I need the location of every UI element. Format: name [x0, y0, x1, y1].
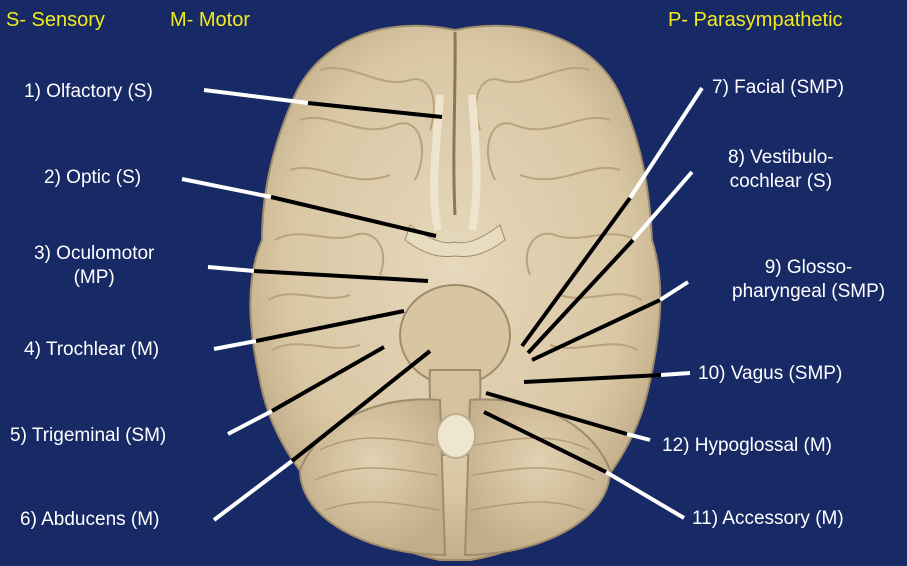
label-trochlear: 4) Trochlear (M)	[24, 338, 159, 362]
label-trigeminal-line: 5) Trigeminal (SM)	[10, 425, 167, 446]
longitudinal-fissure	[452, 31, 457, 216]
label-abducens-line: 6) Abducens (M)	[20, 509, 160, 530]
label-trochlear-line: 4) Trochlear (M)	[24, 339, 160, 360]
cerebellum-left	[298, 398, 447, 557]
legend-sensory: S- Sensory	[6, 9, 105, 31]
cerebellum-folia	[314, 437, 596, 511]
label-abducens: 6) Abducens (M)	[20, 508, 159, 532]
label-optic: 2) Optic (S)	[44, 166, 141, 190]
label-facial: 7) Facial (SMP)	[712, 76, 844, 100]
label-accessory-line: 11) Accessory (M)	[692, 508, 844, 529]
label-facial-line: 7) Facial (SMP)	[712, 77, 844, 98]
label-vestibulocochlear-line-2: cochlear (S)	[729, 171, 833, 192]
label-vestibulocochlear: 8) Vestibulo- cochlear (S)	[728, 146, 834, 194]
legend-motor: M- Motor	[170, 9, 250, 31]
gyri-texture	[267, 67, 643, 351]
label-glossopharyngeal-line-2: pharyngeal (SMP)	[732, 281, 886, 302]
label-olfactory: 1) Olfactory (S)	[24, 80, 153, 104]
spinal-cord-section	[436, 413, 476, 459]
label-optic-line: 2) Optic (S)	[44, 167, 142, 188]
label-vestibulocochlear-line-1: 8) Vestibulo-	[728, 147, 834, 168]
olfactory-tract-left	[430, 94, 444, 231]
label-oculomotor-line-1: 3) Oculomotor	[34, 243, 155, 264]
olfactory-tract-right	[468, 94, 481, 231]
label-vagus: 10) Vagus (SMP)	[698, 362, 842, 386]
label-oculomotor: 3) Oculomotor (MP)	[34, 242, 154, 290]
optic-chiasm	[404, 224, 506, 258]
label-olfactory-line: 1) Olfactory (S)	[24, 81, 153, 102]
label-trigeminal: 5) Trigeminal (SM)	[10, 424, 166, 448]
pointer-lines	[181, 86, 704, 522]
label-oculomotor-line-2: (MP)	[73, 267, 115, 288]
label-glossopharyngeal-line-1: 9) Glosso-	[764, 257, 853, 278]
label-hypoglossal: 12) Hypoglossal (M)	[662, 434, 832, 458]
label-vagus-line: 10) Vagus (SMP)	[698, 363, 843, 384]
legend-parasympathetic: P- Parasympathetic	[668, 9, 843, 31]
label-glossopharyngeal: 9) Glosso- pharyngeal (SMP)	[732, 256, 885, 304]
label-hypoglossal-line: 12) Hypoglossal (M)	[662, 435, 832, 456]
label-accessory: 11) Accessory (M)	[692, 507, 844, 531]
